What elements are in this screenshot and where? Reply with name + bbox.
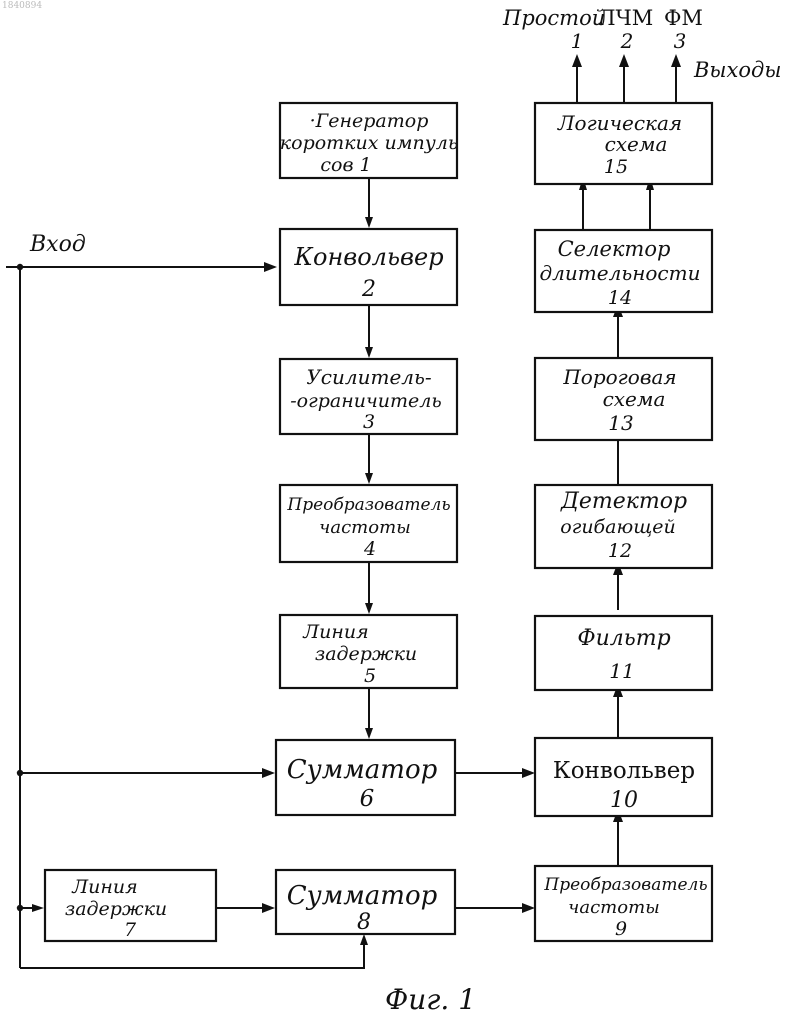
bus-to-summator-8-wire bbox=[20, 940, 364, 968]
junction-dot bbox=[17, 905, 23, 911]
block-11-line-2: 11 bbox=[609, 659, 634, 683]
block-7-line-3: 7 bbox=[124, 919, 137, 941]
block-13-line-3: 13 bbox=[608, 411, 633, 435]
block-3-amplifier-limiter: Усилитель- -ограничитель 3 bbox=[280, 359, 457, 434]
block-11-line-1: Фильтр bbox=[577, 626, 670, 651]
arrow-right-icon bbox=[32, 904, 44, 912]
block-2-convolver: Конвольвер 2 bbox=[280, 229, 457, 305]
block-7-line-2: задержки bbox=[65, 898, 167, 920]
document-id: 1840894 bbox=[2, 1, 42, 11]
block-8-line-1: Сумматор bbox=[287, 881, 438, 911]
block-1-line-1: ·Генератор bbox=[310, 110, 429, 132]
block-5-line-3: 5 bbox=[364, 665, 376, 687]
block-12-line-3: 12 bbox=[608, 540, 632, 562]
arrow-down-icon bbox=[365, 217, 373, 228]
block-8-summator: Сумматор 8 bbox=[276, 870, 455, 935]
block-10-convolver: Конвольвер 10 bbox=[535, 738, 712, 816]
block-10-line-2: 10 bbox=[610, 788, 638, 813]
block-11-filter: Фильтр 11 bbox=[535, 616, 712, 690]
arrow-right-icon bbox=[522, 903, 535, 913]
block-14-line-2: длительности bbox=[540, 261, 701, 285]
output-3-number: 3 bbox=[674, 29, 687, 53]
output-1-number: 1 bbox=[571, 29, 584, 53]
block-15-line-3: 15 bbox=[604, 156, 628, 178]
block-9-line-2: частоты bbox=[568, 897, 660, 918]
block-8-line-2: 8 bbox=[357, 910, 371, 935]
arrow-up-icon bbox=[360, 934, 368, 945]
outputs-label: Выходы bbox=[693, 58, 781, 82]
block-1-pulse-generator: ·Генератор коротких импуль сов 1 bbox=[280, 103, 458, 178]
block-4-line-1: Преобразователь bbox=[286, 495, 450, 515]
block-6-line-1: Сумматор bbox=[287, 755, 438, 785]
block-9-line-1: Преобразователь bbox=[543, 875, 707, 895]
block-9-line-3: 9 bbox=[615, 918, 627, 940]
arrow-down-icon bbox=[365, 603, 373, 614]
block-2-line-2: 2 bbox=[361, 277, 376, 302]
block-5-line-1: Линия bbox=[302, 621, 368, 643]
output-1-name: Простой bbox=[502, 6, 605, 30]
arrow-right-icon bbox=[522, 768, 535, 778]
junction-dot bbox=[17, 264, 23, 270]
block-6-summator: Сумматор 6 bbox=[276, 740, 455, 815]
block-15-logic-circuit: Логическая схема 15 bbox=[535, 103, 712, 184]
block-13-line-1: Пороговая bbox=[562, 365, 676, 389]
output-2-name: ЛЧМ bbox=[598, 6, 653, 30]
arrow-right-icon bbox=[264, 262, 277, 272]
block-4-frequency-converter: Преобразователь частоты 4 bbox=[280, 485, 457, 562]
arrow-up-icon bbox=[671, 54, 681, 67]
arrow-right-icon bbox=[262, 903, 275, 913]
block-12-envelope-detector: Детектор огибающей 12 bbox=[535, 485, 712, 568]
block-7-delay-line: Линия задержки 7 bbox=[45, 870, 216, 941]
block-6-line-2: 6 bbox=[360, 786, 375, 812]
arrow-down-icon bbox=[365, 728, 373, 739]
block-5-delay-line: Линия задержки 5 bbox=[280, 615, 457, 688]
arrow-down-icon bbox=[365, 473, 373, 484]
block-13-line-2: схема bbox=[603, 387, 666, 411]
junction-dot bbox=[17, 770, 23, 776]
block-1-line-2: коротких импуль bbox=[280, 132, 458, 154]
block-4-line-2: частоты bbox=[319, 517, 411, 538]
arrow-up-icon bbox=[619, 54, 629, 67]
arrow-down-icon bbox=[365, 347, 373, 358]
block-14-duration-selector: Селектор длительности 14 bbox=[535, 230, 712, 312]
block-1-line-3: сов 1 bbox=[320, 154, 371, 176]
block-13-threshold-circuit: Пороговая схема 13 bbox=[535, 358, 712, 440]
output-2-number: 2 bbox=[620, 29, 634, 53]
block-14-line-3: 14 bbox=[608, 287, 632, 309]
block-14-line-1: Селектор bbox=[558, 237, 671, 261]
block-12-line-1: Детектор bbox=[560, 489, 687, 514]
block-7-line-1: Линия bbox=[71, 876, 137, 898]
block-3-line-3: 3 bbox=[363, 411, 375, 433]
block-3-line-2: -ограничитель bbox=[290, 390, 441, 412]
block-12-line-2: огибающей bbox=[560, 516, 675, 538]
block-15-line-2: схема bbox=[605, 132, 668, 156]
arrow-up-icon bbox=[572, 54, 582, 67]
arrow-right-icon bbox=[262, 768, 275, 778]
block-9-frequency-converter: Преобразователь частоты 9 bbox=[535, 866, 712, 941]
block-5-line-2: задержки bbox=[315, 643, 417, 665]
output-3-name: ФМ bbox=[664, 6, 703, 30]
block-10-line-1: Конвольвер bbox=[553, 758, 695, 784]
input-label: Вход bbox=[29, 232, 86, 257]
block-4-line-3: 4 bbox=[363, 538, 376, 560]
block-2-line-1: Конвольвер bbox=[293, 243, 443, 271]
figure-caption: Фиг. 1 bbox=[385, 983, 476, 1016]
block-3-line-1: Усилитель- bbox=[306, 365, 432, 389]
